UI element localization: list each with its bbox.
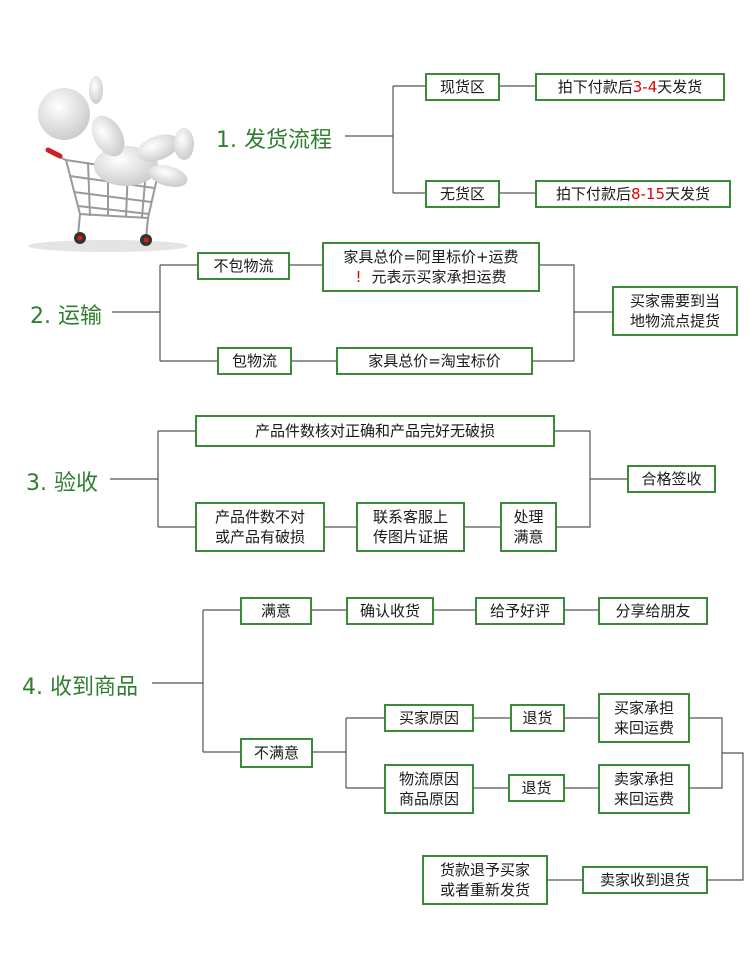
no-logistics-box: 不包物流 xyxy=(197,252,290,280)
contact-service-box: 联系客服上传图片证据 xyxy=(356,502,465,552)
seller-reason-box: 物流原因商品原因 xyxy=(384,764,474,814)
satisfied-box: 满意 xyxy=(240,597,312,625)
accept-sign-box: 合格签收 xyxy=(627,465,716,493)
in-stock-box: 现货区 xyxy=(425,73,500,101)
seller-received-return-box: 卖家收到退货 xyxy=(582,866,708,894)
inspection-correct-box: 产品件数核对正确和产品完好无破损 xyxy=(195,415,555,447)
buyer-bear-shipping-box: 买家承担来回运费 xyxy=(598,693,690,743)
return-box-seller: 退货 xyxy=(508,774,565,802)
handle-satisfied-box: 处理满意 xyxy=(500,502,557,552)
seller-bear-shipping-box: 卖家承担来回运费 xyxy=(598,764,690,814)
pickup-box: 买家需要到当地物流点提货 xyxy=(612,286,738,336)
section-title-shipping: 1. 发货流程 xyxy=(216,128,332,153)
with-logistics-price-box: 家具总价=淘宝标价 xyxy=(336,347,533,375)
give-rating-box: 给予好评 xyxy=(475,597,565,625)
section-title-inspection: 3. 验收 xyxy=(26,471,98,496)
unsatisfied-box: 不满意 xyxy=(240,738,313,768)
in-stock-detail-box: 拍下付款后3-4天发货 xyxy=(535,73,725,101)
with-logistics-box: 包物流 xyxy=(217,347,292,375)
refund-or-reship-box: 货款退予买家或者重新发货 xyxy=(422,855,548,905)
in-stock-days: 3-4 xyxy=(632,78,658,96)
inspection-wrong-box: 产品件数不对或产品有破损 xyxy=(195,502,325,552)
section-title-receipt: 4. 收到商品 xyxy=(22,675,138,700)
buyer-pays-mark: ! xyxy=(355,268,362,286)
section-title-transport: 2. 运输 xyxy=(30,304,102,329)
return-box-buyer: 退货 xyxy=(510,704,565,732)
share-friends-box: 分享给朋友 xyxy=(598,597,708,625)
out-stock-days: 8-15 xyxy=(630,185,666,203)
buyer-reason-box: 买家原因 xyxy=(384,704,474,732)
person-cart-illustration xyxy=(28,76,194,252)
out-stock-box: 无货区 xyxy=(425,180,500,208)
no-logistics-price-box: 家具总价=阿里标价+运费 !元表示买家承担运费 xyxy=(322,242,540,292)
confirm-receipt-box: 确认收货 xyxy=(346,597,434,625)
out-stock-detail-box: 拍下付款后8-15天发货 xyxy=(535,180,731,208)
